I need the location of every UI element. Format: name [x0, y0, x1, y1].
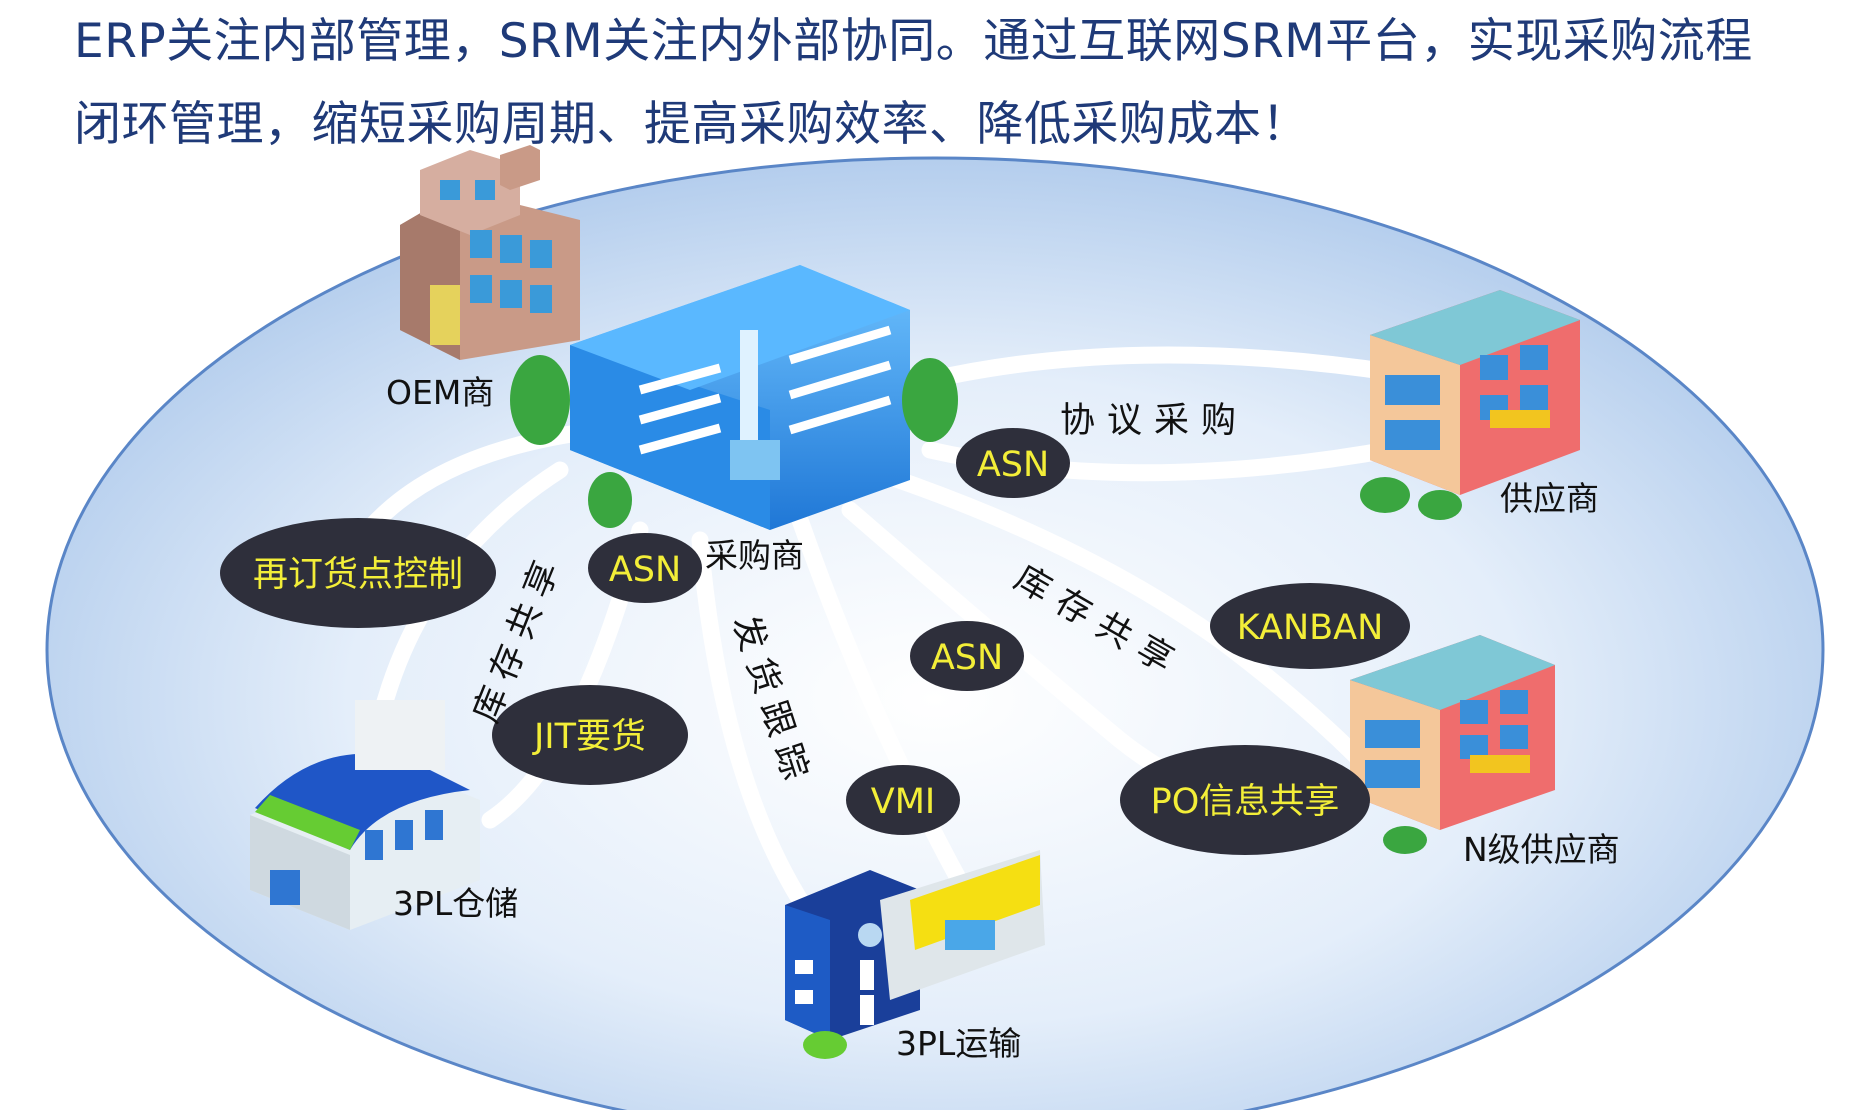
label-3pl-warehouse: 3PL仓储: [393, 884, 518, 923]
supplier-building-icon: [1360, 290, 1580, 520]
n-supplier-building-icon: [1350, 635, 1555, 854]
tag-jit: JIT要货: [492, 685, 688, 785]
label-buyer: 采购商: [705, 536, 804, 575]
tag-kanban-text: KANBAN: [1237, 608, 1384, 648]
tag-asn-top-text: ASN: [977, 445, 1049, 485]
flow-agreement: 协议采购: [1060, 401, 1248, 441]
label-supplier: 供应商: [1500, 479, 1599, 518]
tag-asn-mid: ASN: [910, 621, 1024, 691]
tag-po-share: PO信息共享: [1120, 745, 1370, 855]
tag-jit-text: JIT要货: [532, 717, 646, 757]
label-n-supplier: N级供应商: [1463, 830, 1620, 869]
tag-asn-mid-text: ASN: [931, 638, 1003, 678]
tag-asn-center-text: ASN: [609, 550, 681, 590]
tag-asn-top: ASN: [956, 428, 1070, 498]
tag-po-share-text: PO信息共享: [1151, 782, 1340, 822]
heading: ERP关注内部管理，SRM关注内外部协同。通过互联网SRM平台，实现采购流程 闭…: [74, 0, 1814, 166]
heading-line-2: 闭环管理，缩短采购周期、提高采购效率、降低采购成本！: [74, 97, 1309, 152]
tag-asn-center: ASN: [588, 533, 702, 603]
warehouse-building-icon: [250, 700, 480, 930]
heading-line-1: ERP关注内部管理，SRM关注内外部协同。通过互联网SRM平台，实现采购流程: [74, 14, 1753, 69]
tag-kanban: KANBAN: [1210, 583, 1410, 669]
transport-building-icon: [785, 850, 1045, 1059]
label-oem: OEM商: [386, 373, 494, 412]
label-3pl-transport: 3PL运输: [896, 1024, 1021, 1063]
oem-building-icon: [400, 145, 580, 360]
tag-reorder-text: 再订货点控制: [253, 555, 463, 595]
buyer-building-icon: [510, 265, 958, 530]
tag-vmi: VMI: [846, 765, 960, 835]
tag-reorder: 再订货点控制: [220, 518, 496, 628]
tag-vmi-text: VMI: [871, 782, 935, 822]
